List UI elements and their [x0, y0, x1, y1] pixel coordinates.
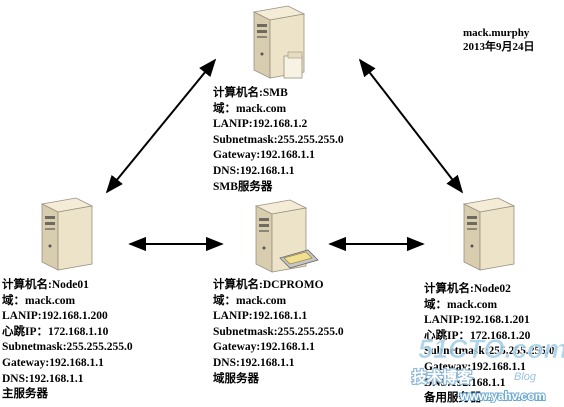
- node-info-smb: 计算机名:SMB 域：mack.com LANIP:192.168.1.2 Su…: [213, 86, 344, 195]
- node-info-node01: 计算机名:Node01 域：mack.com LANIP:192.168.1.2…: [2, 278, 133, 403]
- node01-subnetmask: Subnetmask:255.255.255.0: [2, 341, 133, 354]
- server-icon-dcpromo: [254, 199, 319, 273]
- watermark-subtitle: 技术博客: [412, 368, 473, 386]
- dcpromo-role: 域服务器: [213, 372, 259, 385]
- watermark-blog: Blog: [514, 371, 537, 383]
- smb-subnetmask: Subnetmask:255.255.255.0: [213, 133, 344, 146]
- smb-gateway: Gateway:192.168.1.1: [213, 149, 315, 162]
- dcpromo-hostname: 计算机名:DCPROMO: [213, 279, 324, 291]
- arrow-node01-smb: [105, 58, 217, 194]
- dcpromo-dns: DNS:192.168.1.1: [213, 356, 295, 369]
- server-icon-node01: [40, 197, 94, 271]
- arrow-smb-node02: [358, 58, 464, 194]
- author-name: mack.murphy: [463, 27, 530, 39]
- node01-dns: DNS:192.168.1.1: [2, 372, 84, 385]
- node01-hostname: 计算机名:Node01: [2, 279, 89, 291]
- smb-dns: DNS:192.168.1.1: [213, 164, 295, 177]
- dcpromo-domain: 域：mack.com: [213, 294, 287, 307]
- smb-hostname: 计算机名:SMB: [213, 87, 288, 99]
- node01-gateway: Gateway:192.168.1.1: [2, 356, 104, 369]
- smb-domain: 域：mack.com: [213, 102, 287, 115]
- author-block: mack.murphy 2013年9月24日: [463, 26, 535, 54]
- watermark-logo: 51CTO.com 技术博客 Blog www.yahv.com: [411, 334, 564, 403]
- node02-domain: 域：mack.com: [424, 298, 498, 311]
- node02-role: 备用服务器: [424, 392, 482, 405]
- node02-hostname: 计算机名:Node02: [424, 283, 511, 295]
- server-icon-node02: [462, 197, 516, 271]
- author-date: 2013年9月24日: [463, 41, 535, 53]
- watermark-logo-text: 51CTO.com: [418, 334, 564, 364]
- node01-lanip: LANIP:192.168.1.200: [2, 310, 108, 323]
- node02-subnetmask: Subnetmask:255.255.255.0: [424, 345, 555, 358]
- dcpromo-subnetmask: Subnetmask:255.255.255.0: [213, 325, 344, 338]
- node01-role: 主服务器: [2, 388, 48, 401]
- node02-heartbeat-ip: 心跳IP：172.168.1.20: [424, 329, 531, 342]
- node-info-dcpromo: 计算机名:DCPROMO 域：mack.com LANIP:192.168.1.…: [213, 278, 344, 387]
- smb-lanip: LANIP:192.168.1.2: [213, 118, 308, 131]
- node01-domain: 域：mack.com: [2, 294, 76, 307]
- node-info-node02: 计算机名:Node02 域：mack.com LANIP:192.168.1.2…: [424, 282, 555, 407]
- node02-lanip: LANIP:192.168.1.201: [424, 314, 530, 327]
- smb-role: SMB服务器: [213, 180, 273, 193]
- node02-dns: DNS:192.168.1.1: [424, 376, 506, 389]
- dcpromo-lanip: LANIP:192.168.1.1: [213, 310, 308, 323]
- node02-gateway: Gateway:192.168.1.1: [424, 360, 526, 373]
- node01-heartbeat-ip: 心跳IP：172.168.1.10: [2, 325, 109, 338]
- dcpromo-gateway: Gateway:192.168.1.1: [213, 341, 315, 354]
- server-icon-smb: [252, 5, 306, 79]
- watermark-site: www.yahv.com: [459, 389, 545, 403]
